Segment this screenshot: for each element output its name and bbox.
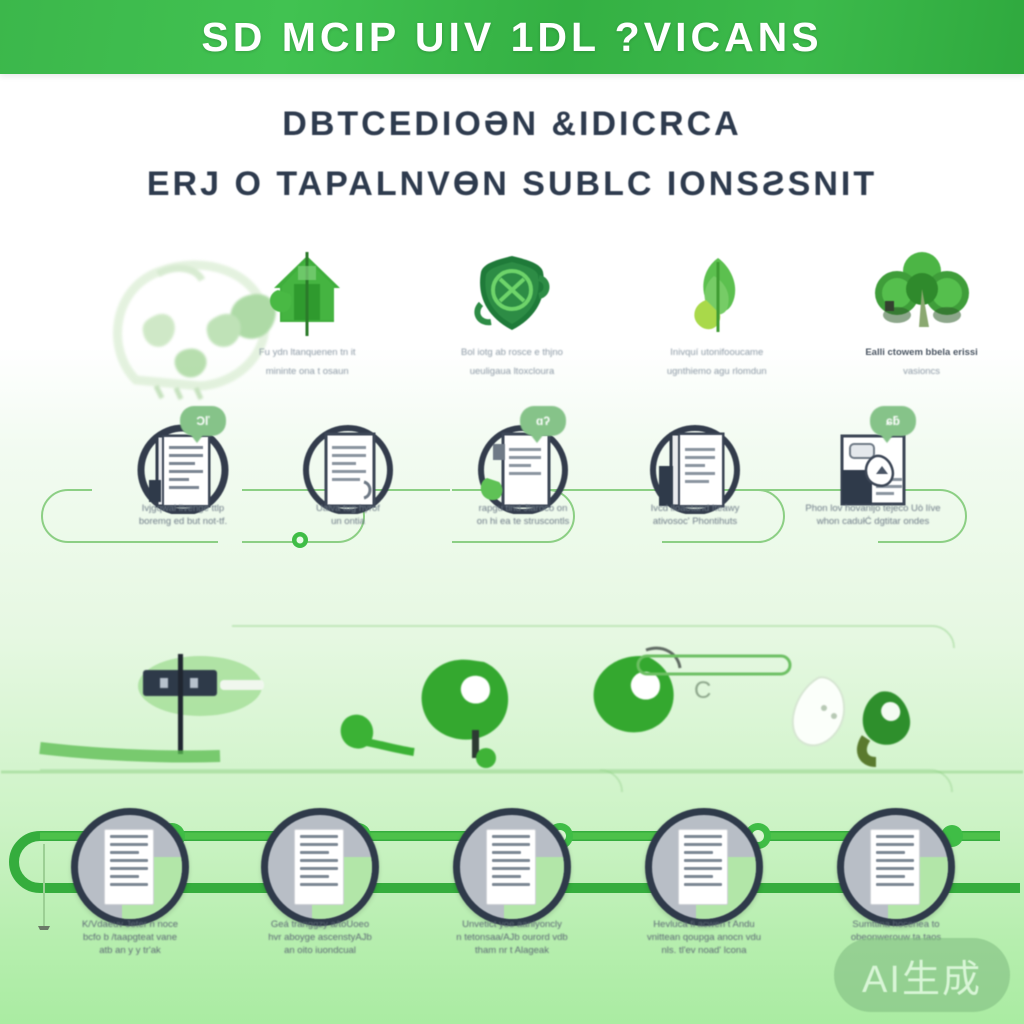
bottom-caption-0-line2: bcfo b /taapgteat vane [82, 932, 178, 943]
shield-recycle-icon [474, 256, 550, 330]
bottom-step-1[interactable]: Geá tranggzy a/toUoeo hvr aboyge ascenst… [232, 808, 408, 957]
signpost-icon [138, 654, 264, 754]
middle-caption-1-line2: un ontia [331, 516, 365, 527]
middle-step-4[interactable]: ɕƃ Phon lov hovanljo tejeco Uò líve whon… [798, 406, 948, 528]
bottom-caption-0-line3: atb an y y tr'ak [99, 945, 161, 956]
page-title: SD MCIP UIV 1DL ?VICANS [201, 13, 823, 60]
bottom-caption-2-line1: Unvetict yoe aanlyoncly [462, 919, 562, 930]
feature-item-3[interactable]: Inivquí utonifooucame ugnthiemo agu rlom… [614, 248, 819, 378]
leaf-cloud-icon [593, 646, 682, 733]
bottom-caption-2-line2: n tetonsaa/AJb ourord vdb [456, 932, 568, 943]
bottom-step-3[interactable]: Hevluca fi acwen t Andu vnittean qoupga … [616, 808, 792, 957]
green-pill-bar [636, 654, 792, 676]
bottom-step-0[interactable]: K/Vdaeuv Jeter n noce bcfo b /taapgteat … [42, 808, 218, 957]
bottom-caption-1-line3: an oito iuondcual [284, 945, 356, 956]
scatter-illustration-band: C [1, 625, 1023, 793]
middle-step-2[interactable]: ɑʔ rapgu tind Jlaroco on on hi ea te str… [448, 406, 598, 528]
middle-step-0[interactable]: Ɔľ Ivjgqwal livenge ttlp boremg ed but n… [108, 406, 258, 528]
feature-caption-2-line2: ueuligaua ltoxcloura [469, 366, 555, 377]
feature-caption-3-line2: ugnthiemo agu rlomdun [666, 366, 767, 377]
white-leaf-icon [791, 676, 846, 747]
document-page-icon [650, 425, 740, 514]
document-circle-badge [453, 808, 571, 926]
middle-caption-4-line2: whon cadułĆ dgtitar ondes [816, 516, 930, 527]
green-bush-icon [340, 714, 415, 756]
document-page-icon [137, 424, 229, 514]
feature-item-2[interactable]: Bol iotg ab rosce e thjno ueuligaua ltox… [410, 248, 615, 378]
bottom-caption-4-line2: obeonwerouw ta taos [808, 931, 984, 944]
feature-item-4[interactable]: Ealli ctowem bbela erissi vasioncs [819, 248, 1024, 378]
document-circle-badge [71, 808, 189, 926]
middle-caption-3-line1: Ivcd iloaotand Iteawy [650, 503, 740, 514]
bottom-caption-4-line1: Sumttina hocenea to [852, 919, 940, 930]
middle-caption-1-line1: Ualva tug hyrof [316, 503, 380, 514]
bottom-caption-1-line2: hvr aboyge ascenstyAJb [268, 932, 372, 943]
bottom-caption-3-line1: Hevluca fi acwen t Andu [653, 919, 755, 930]
tree-blob-icon [421, 659, 509, 768]
bottom-timeline: K/Vdaeuv Jeter n noce bcfo b /taapgteat … [0, 800, 1024, 1024]
bottom-caption-3-line2: vnittean qoupga anocn vdu [646, 932, 762, 943]
step-badge-0: Ɔľ [180, 406, 226, 443]
feature-item-0 [0, 248, 205, 352]
header-banner: SD MCIP UIV 1DL ?VICANS [0, 0, 1024, 74]
feature-caption-2-line1: Bol iotg ab rosce e thjno [461, 347, 563, 358]
feature-item-1[interactable]: Fu ydn ltanquenen tn it mininte ona t os… [205, 248, 410, 378]
feature-caption-1-line2: mininte ona t osaun [265, 366, 349, 377]
document-circle-badge [261, 808, 379, 926]
middle-step-1[interactable]: Ualva tug hyrof un ontia [273, 425, 423, 528]
document-chat-icon [840, 434, 906, 506]
bottom-caption-2-line3: tham nr t Alageak [475, 945, 549, 956]
middle-timeline: Ɔľ Ivjgqwal livenge ttlp boremg ed but n… [0, 406, 1024, 630]
feature-icon-row: Fu ydn ltanquenen tn it mininte ona t os… [0, 248, 1024, 393]
subheading-line-2: ERJ O TAPALNVƟN SUBLC IONSƧSNIT [146, 165, 878, 203]
bottom-caption-1-line1: Geá tranggzy a/toUoeo [270, 919, 370, 930]
document-circle-badge [645, 808, 763, 926]
middle-caption-4-line1: Phon lov hovanljo tejeco Uò líve [805, 503, 941, 514]
feature-caption-1-line1: Fu ydn ltanquenen tn it [258, 347, 356, 358]
document-page-icon [478, 425, 568, 514]
feature-caption-4-line1: Ealli ctowem bbela erissi [865, 347, 978, 358]
letter-c-mark: C [694, 677, 711, 704]
middle-caption-2-line1: rapgu tind Jlaroco on [478, 503, 568, 514]
sprout-leaf-icon [694, 258, 735, 332]
bottom-caption-0-line1: K/Vdaeuv Jeter n noce [81, 919, 179, 930]
head-with-leaves-icon [113, 260, 276, 400]
down-arrow-icon [38, 926, 50, 930]
subheading-line-1: DBTCEDIOƏN &IDICRCA [282, 105, 742, 143]
broccoli-tree-icon [874, 252, 969, 327]
bottom-step-4[interactable]: Sumttina hocenea to obeonwerouw ta taos [808, 808, 984, 944]
bottom-caption-3-line3: nls. tl'ev noad' lcona [661, 945, 747, 956]
middle-step-3[interactable]: Ivcd iloaotand Iteawy ativosoc' Phontihu… [620, 425, 770, 528]
middle-caption-0-line1: Ivjgqwal livenge ttlp [141, 503, 225, 514]
feature-caption-3-line1: Inivquí utonifooucame [670, 347, 764, 358]
middle-caption-3-line2: ativosoc' Phontihuts [652, 516, 738, 527]
bottom-step-2[interactable]: Unvetict yoe aanlyoncly n tetonsaa/AJb o… [424, 808, 600, 957]
house-leaf-icon [270, 252, 341, 336]
feature-caption-4-line2: vasioncs [903, 366, 941, 377]
step-badge-2: ɑʔ [520, 406, 566, 443]
document-circle-badge [837, 808, 955, 926]
document-page-icon [303, 425, 393, 514]
ai-generated-watermark: AI生成 [834, 938, 1010, 1012]
middle-caption-2-line2: on hi ea te struscontls [476, 516, 570, 527]
shrub-icon [856, 691, 911, 767]
middle-caption-0-line2: boremg ed but not-tf. [138, 516, 228, 527]
step-badge-4: ɕƃ [870, 406, 916, 443]
